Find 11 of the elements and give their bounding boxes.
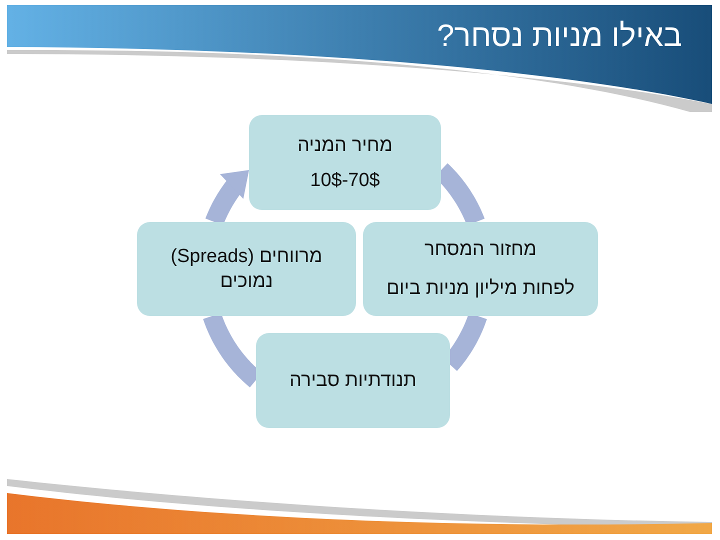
slide-title: באילו מניות נסחר? (437, 17, 682, 55)
box-heading: תנודתיות סבירה (289, 369, 417, 393)
box-text: 10$-70$ (310, 168, 380, 192)
box-text: לפחות מיליון מניות ביום (386, 277, 575, 301)
box-heading: מחיר המניה (297, 134, 392, 158)
rounded-box (363, 222, 598, 316)
rounded-box (256, 333, 450, 428)
rounded-box (249, 115, 441, 210)
box-heading: מחזור המסחר (424, 238, 537, 262)
rounded-box (137, 222, 356, 316)
box-heading: מרווחים (Spreads) נמוכים (170, 245, 324, 294)
